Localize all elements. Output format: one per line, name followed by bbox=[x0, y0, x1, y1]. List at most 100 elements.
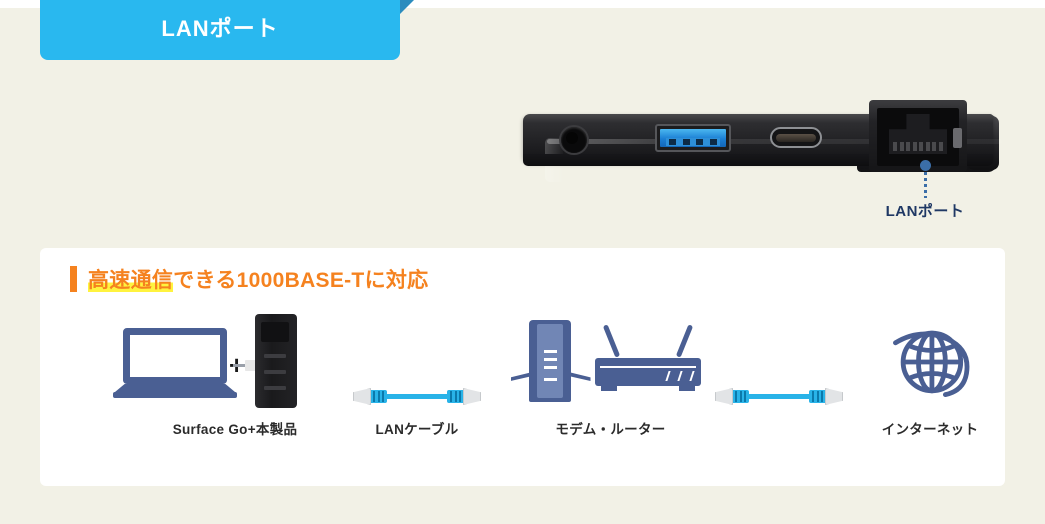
internet-icon-zone bbox=[840, 310, 1020, 410]
modem-led bbox=[543, 350, 557, 353]
connector-body bbox=[447, 390, 467, 403]
callout-label: LANポート bbox=[885, 203, 965, 220]
rj45-connector-left-icon bbox=[353, 388, 387, 405]
product-device-icon bbox=[255, 314, 297, 408]
flow-step-lan-cable-2 bbox=[715, 310, 843, 418]
connector-ribs bbox=[735, 391, 746, 402]
router-vent bbox=[664, 371, 671, 381]
globe-icon bbox=[882, 314, 978, 410]
connector-rib bbox=[812, 391, 814, 402]
router-antenna-right bbox=[675, 324, 693, 358]
rj45-pin bbox=[925, 142, 930, 151]
modem-front-panel bbox=[536, 324, 563, 398]
laptop-icon bbox=[113, 328, 237, 398]
rj45-lan-port-opening bbox=[877, 108, 959, 166]
product-device-panel bbox=[261, 322, 289, 342]
rj45-connector-right-icon bbox=[809, 388, 843, 405]
rj45-pin bbox=[912, 142, 917, 151]
lan-cable-icon-zone-2 bbox=[715, 310, 843, 410]
callout-dotted-line bbox=[924, 172, 927, 198]
laptop-product-group: + bbox=[105, 310, 365, 410]
product-device-slot bbox=[264, 354, 286, 358]
modem-leg-left bbox=[510, 372, 533, 381]
lan-cable-icon bbox=[353, 382, 481, 410]
rj45-pin-row bbox=[893, 142, 943, 151]
product-cable-stem bbox=[233, 364, 247, 367]
rj45-pin bbox=[919, 142, 924, 151]
rj45-pin bbox=[932, 142, 937, 151]
laptop-foot bbox=[113, 392, 237, 398]
usb-a-tongue bbox=[666, 138, 720, 146]
rj45-connector-left-icon bbox=[715, 388, 749, 405]
audio-jack-port bbox=[559, 125, 589, 155]
modem-icon bbox=[528, 320, 571, 402]
banner-fold-corner bbox=[400, 0, 414, 14]
rj45-connector-right-icon bbox=[447, 388, 481, 405]
flow-step-internet: インターネット bbox=[840, 310, 1020, 438]
connector-rib bbox=[454, 391, 457, 402]
cable-wire bbox=[383, 394, 451, 399]
cable-wire bbox=[745, 394, 813, 399]
rj45-pin bbox=[893, 142, 897, 151]
router-antenna-left bbox=[602, 324, 620, 358]
connector-rib bbox=[450, 391, 452, 402]
lan-cable-icon-zone-1 bbox=[353, 310, 481, 410]
heading-highlight-text: 高速通信 bbox=[88, 269, 174, 292]
connector-boot bbox=[463, 388, 481, 405]
connector-rib bbox=[377, 391, 380, 402]
router-seam-line bbox=[599, 366, 696, 368]
connector-ribs bbox=[450, 391, 461, 402]
flow-step-lan-cable-1: LANケーブル bbox=[353, 310, 481, 438]
rj45-latch-tab bbox=[953, 128, 962, 148]
connector-rib bbox=[744, 391, 746, 402]
audio-jack-hole bbox=[566, 132, 578, 144]
connector-boot bbox=[715, 388, 733, 405]
modem-led bbox=[543, 366, 557, 369]
modem-leg-right bbox=[568, 372, 591, 381]
section-banner: LANポート bbox=[40, 0, 400, 60]
laptop-base bbox=[115, 384, 235, 392]
usb-a-port-interior bbox=[660, 129, 726, 147]
lan-port-callout: LANポート bbox=[860, 160, 1030, 222]
router-vents bbox=[664, 371, 695, 381]
modem-router-icon-zone bbox=[508, 310, 713, 410]
laptop-screen bbox=[123, 328, 227, 384]
banner-label: LANポート bbox=[161, 16, 279, 41]
connector-rib bbox=[821, 391, 823, 402]
usb-a-pin bbox=[669, 139, 677, 145]
heading-text: 高速通信できる1000BASE-Tに対応 bbox=[88, 264, 428, 294]
flow-caption-internet: インターネット bbox=[881, 422, 979, 437]
connector-rib bbox=[735, 391, 737, 402]
callout-dot-marker bbox=[920, 160, 931, 171]
usb-a-port bbox=[655, 124, 731, 152]
connector-rib bbox=[739, 391, 742, 402]
connector-ribs bbox=[373, 391, 384, 402]
usb-a-pin bbox=[696, 139, 704, 145]
router-foot-left bbox=[600, 386, 617, 391]
connector-rib bbox=[382, 391, 384, 402]
product-device-slot bbox=[264, 386, 286, 390]
connector-body bbox=[809, 390, 829, 403]
connection-flow-diagram: + Surface Go+本製品 bbox=[40, 310, 1005, 480]
product-device-slot bbox=[264, 370, 286, 374]
rj45-pin bbox=[938, 142, 943, 151]
feature-heading: 高速通信できる1000BASE-Tに対応 bbox=[70, 262, 428, 296]
usb-a-pin bbox=[682, 139, 690, 145]
heading-rest-text: できる1000BASE-Tに対応 bbox=[173, 269, 429, 292]
modem-router-group bbox=[510, 310, 711, 410]
flow-caption-modem-router: モデム・ルーター bbox=[555, 422, 666, 437]
lan-cable-icon bbox=[715, 382, 843, 410]
device-photo bbox=[505, 92, 1025, 200]
feature-card: 高速通信できる1000BASE-Tに対応 + bbox=[40, 248, 1005, 486]
connector-rib bbox=[816, 391, 819, 402]
laptop-product-icons: + bbox=[105, 310, 365, 410]
usb-a-pin bbox=[709, 139, 717, 145]
flow-caption-laptop-product: Surface Go+本製品 bbox=[172, 422, 298, 437]
rj45-pin bbox=[899, 142, 904, 151]
usb-c-port bbox=[770, 127, 822, 148]
modem-led bbox=[543, 358, 557, 361]
connector-rib bbox=[459, 391, 461, 402]
connector-boot bbox=[353, 388, 371, 405]
connector-ribs bbox=[812, 391, 823, 402]
